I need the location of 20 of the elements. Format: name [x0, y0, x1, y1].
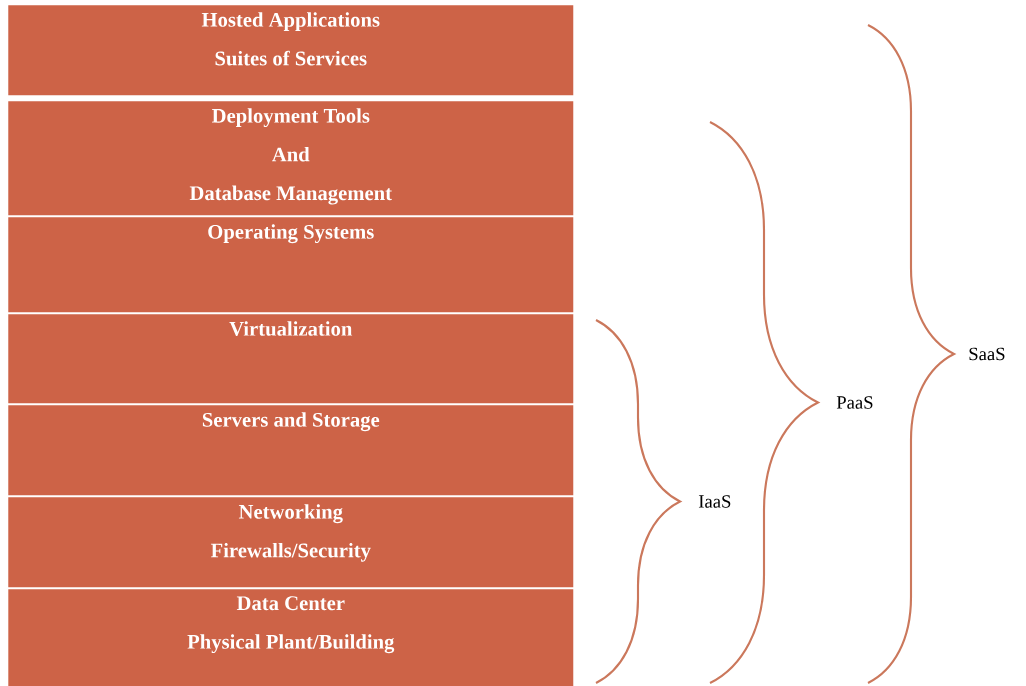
node-label: Operating Systems [208, 224, 374, 244]
node-label: Firewalls/Security [210, 542, 371, 562]
layer-box: Data Center Physical Plant/Building [8, 589, 574, 686]
layer-box: Operating Systems [8, 217, 574, 313]
brace-label: IaaS [698, 495, 731, 508]
node-label: Physical Plant/Building [187, 634, 395, 654]
layer-box: Servers and Storage [8, 405, 574, 496]
node-label: Virtualization [229, 321, 353, 336]
node-label: Networking [238, 504, 343, 524]
layer-box: Deployment Tools And Database Management [8, 101, 574, 216]
node-label: Deployment Tools [211, 108, 370, 128]
brace-label: PaaS [836, 396, 873, 409]
brace-label: SaaS [969, 347, 1005, 361]
node-label: Servers and Storage [202, 412, 380, 432]
layer-box: Hosted Applications Suites of Services [8, 5, 574, 96]
layer-box: Virtualization [8, 314, 574, 404]
node-label: Data Center [236, 596, 345, 611]
node-label: Database Management [189, 185, 392, 205]
layer-box: Networking Firewalls/Security [8, 497, 574, 588]
node-label: And [272, 146, 310, 162]
